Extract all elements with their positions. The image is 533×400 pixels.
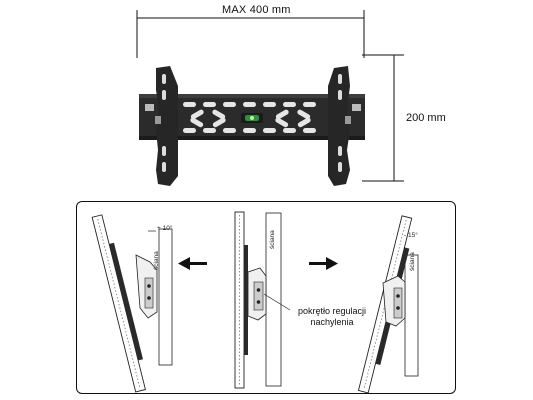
tilt-forward-scene [91, 214, 173, 393]
installation-panel [76, 201, 456, 394]
arrow-left-icon [178, 257, 207, 270]
wall-label-center: ściana [269, 230, 276, 249]
tilt-forward-label: + 10° [157, 225, 173, 232]
width-dimension [136, 10, 365, 58]
arrow-right-icon [309, 257, 338, 270]
neutral-scene [234, 211, 291, 389]
tilt-adjust-knob-label: pokrętło regulacji nachylenia [290, 306, 374, 328]
right-tv-arm [328, 66, 351, 186]
tilt-adjust-knob-label-line2: nachylenia [310, 317, 354, 327]
wall-label-left: ściana [153, 251, 160, 270]
left-tv-arm [155, 66, 178, 186]
wall-label-right: ściana [409, 252, 416, 271]
height-label: 200 mm [406, 112, 446, 124]
height-dimension [362, 54, 404, 182]
tilt-adjust-knob-label-line1: pokrętło regulacji [297, 306, 367, 316]
tilt-back-label: - 15° [404, 232, 418, 239]
max-width-label: MAX 400 mm [222, 4, 291, 16]
bubble-level-indicator [241, 113, 263, 123]
tilt-back-scene [357, 215, 419, 394]
